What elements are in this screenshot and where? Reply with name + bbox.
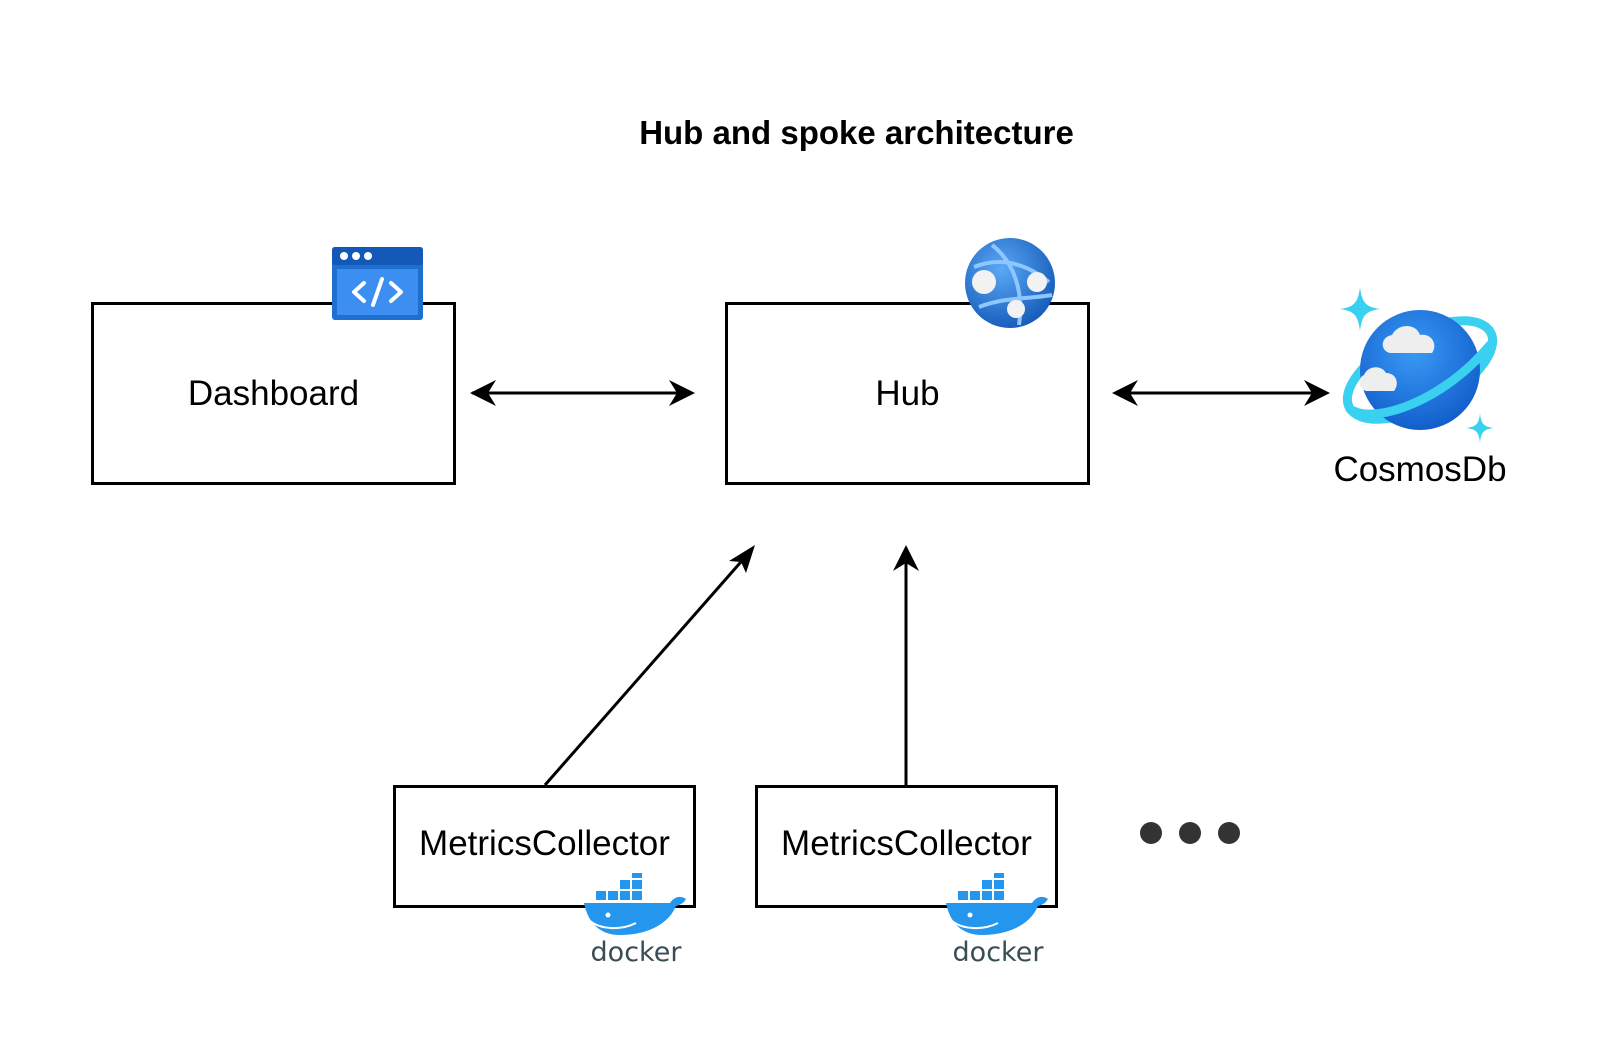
web-globe-network-icon (965, 238, 1055, 328)
arrowhead-left-hub (1112, 380, 1138, 406)
arrowhead-right-hub (669, 380, 695, 406)
arrowhead-collector1 (729, 545, 755, 573)
cosmosdb-label: CosmosDb (1333, 450, 1507, 489)
edge-collector1-hub (543, 554, 749, 786)
arrowhead-left-dashboard (470, 380, 496, 406)
diagram-title: Hub and spoke architecture (639, 114, 1074, 151)
ellipsis-icon (1140, 822, 1240, 844)
docker-wordmark-1: docker (591, 937, 683, 965)
docker-wordmark-2: docker (953, 937, 1045, 965)
hub-label: Hub (875, 373, 940, 413)
metrics-collector-node-2: MetricsCollector (755, 785, 1058, 908)
arrowhead-right-cosmos (1304, 380, 1330, 406)
dashboard-node: Dashboard (91, 302, 456, 485)
hub-node: Hub (725, 302, 1090, 485)
dashboard-label: Dashboard (187, 373, 360, 413)
web-app-code-icon (332, 247, 423, 320)
arrowhead-collector2 (893, 545, 919, 571)
metrics-collector-label-2: MetricsCollector (781, 823, 1032, 863)
docker-icon: docker (946, 873, 1048, 965)
docker-icon: docker (584, 873, 686, 965)
metrics-collector-label-1: MetricsCollector (419, 823, 670, 863)
metrics-collector-node-1: MetricsCollector (393, 785, 696, 908)
cosmos-db-icon (1340, 287, 1498, 443)
